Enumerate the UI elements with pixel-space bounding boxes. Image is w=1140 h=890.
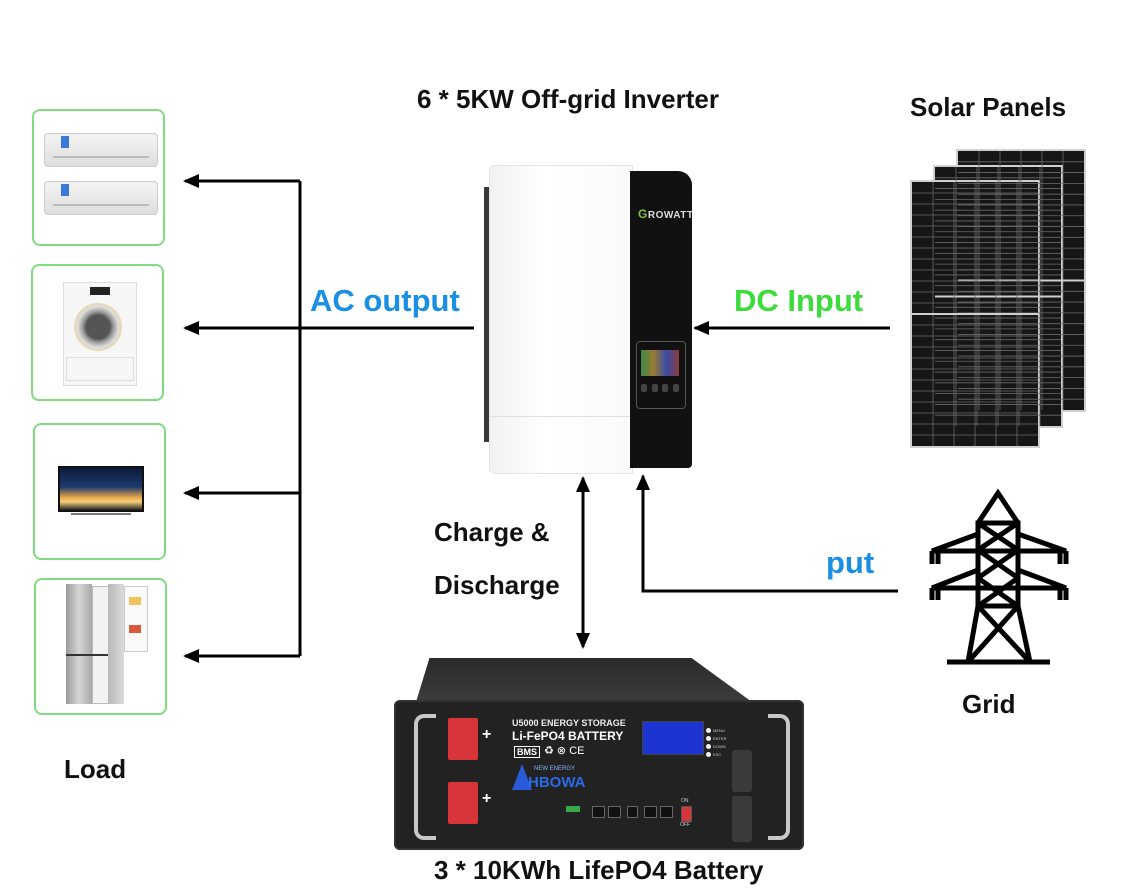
tv-icon [58, 466, 144, 512]
esc-button[interactable]: ESC [706, 750, 727, 758]
inverter-display [636, 341, 686, 409]
positive-terminal [448, 782, 478, 824]
battery-handle-right[interactable] [768, 714, 790, 840]
tv-stand [71, 513, 131, 515]
switch-off-label: OFF [680, 822, 690, 828]
grid-input-label: put [826, 545, 875, 580]
grid-title: Grid [962, 689, 1016, 719]
negative-terminal [732, 796, 752, 842]
negative-terminal [732, 750, 752, 792]
battery-model-label: U5000 ENERGY STORAGE [512, 718, 626, 728]
battery-lcd-screen [642, 721, 704, 755]
power-switch[interactable] [681, 806, 692, 822]
rj45-port[interactable] [627, 806, 638, 818]
battery-device: + + U5000 ENERGY STORAGE Li-FePO4 BATTER… [394, 658, 804, 853]
battery-front-panel: + + U5000 ENERGY STORAGE Li-FePO4 BATTER… [394, 700, 804, 850]
solar-panels-title: Solar Panels [910, 92, 1067, 122]
enter-button[interactable]: ENTER [706, 734, 727, 742]
air-conditioner-icon [44, 133, 158, 167]
load-card-tv [33, 423, 166, 560]
inverter-title: 6 * 5KW Off-grid Inverter [417, 84, 719, 114]
load-card-washing-machine [31, 264, 164, 401]
plus-sign: + [482, 790, 492, 807]
inverter-body [490, 166, 632, 473]
refrigerator-icon [66, 584, 148, 706]
positive-terminal [448, 718, 478, 760]
down-button[interactable]: DOWN [706, 742, 727, 750]
battery-type-label: Li-FePO4 BATTERY [512, 729, 624, 743]
bms-badge: BMS [514, 746, 540, 758]
load-card-air-conditioner [32, 109, 165, 246]
rj45-port[interactable] [608, 806, 621, 818]
charge-label-line1: Charge & [434, 517, 550, 547]
inverter-button[interactable] [672, 384, 679, 392]
power-tower-icon [929, 488, 1069, 665]
menu-button[interactable]: MENU [706, 726, 727, 734]
charge-label-line2: Discharge [434, 570, 560, 600]
dry-contact-port[interactable] [566, 806, 580, 812]
battery-title: 3 * 10KWh LifePO4 Battery [434, 855, 764, 885]
solar-panels-icon [910, 149, 1086, 448]
washing-machine-icon [63, 282, 137, 386]
plus-sign: + [482, 726, 492, 743]
comm-ports [592, 806, 673, 818]
rj45-port[interactable] [592, 806, 605, 818]
certification-icons: ♻ ⊗ CE [544, 745, 585, 757]
inverter-button[interactable] [662, 384, 669, 392]
rj45-port[interactable] [644, 806, 657, 818]
load-title: Load [64, 754, 127, 784]
dc-input-label: DC Input [734, 283, 864, 318]
load-card-refrigerator [34, 578, 167, 715]
battery-buttons: MENU ENTER DOWN ESC [706, 726, 727, 758]
inverter-front-panel: GROWATT [630, 171, 694, 468]
battery-handle-left[interactable] [414, 714, 436, 840]
inverter-device: GROWATT [484, 163, 694, 476]
inverter-button[interactable] [651, 384, 658, 392]
inverter-brand-logo: GROWATT [638, 207, 694, 221]
ac-output-label: AC output [310, 283, 460, 318]
rj45-port[interactable] [660, 806, 673, 818]
arrow-grid-input [636, 474, 898, 593]
switch-on-label: ON [681, 798, 689, 804]
air-conditioner-icon [44, 181, 158, 215]
inverter-button[interactable] [641, 384, 647, 392]
